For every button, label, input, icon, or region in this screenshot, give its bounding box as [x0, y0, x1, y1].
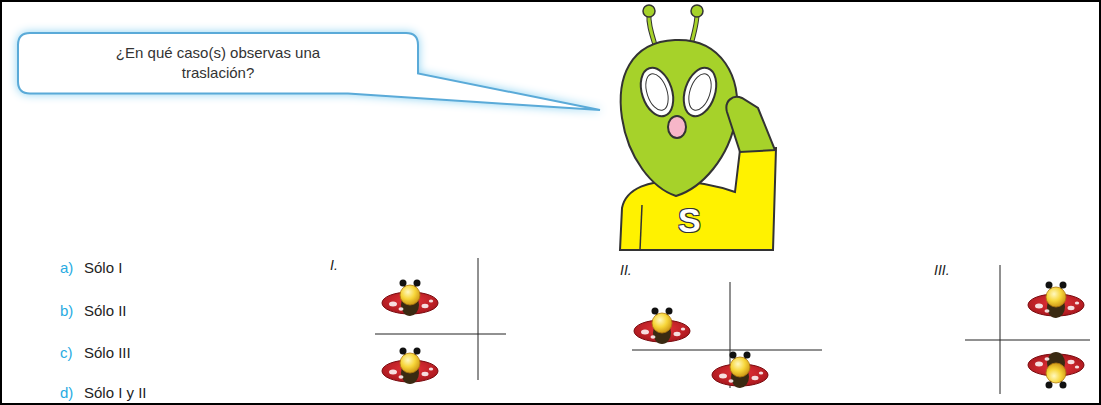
ladybug: [382, 280, 438, 317]
ladybug: [382, 348, 438, 385]
alien-eye: [642, 71, 673, 113]
antenna-tip: [691, 5, 703, 17]
figure-three: [965, 265, 1090, 394]
figure-one: [375, 258, 506, 384]
figure-number: III.: [934, 262, 950, 279]
ladybug: [1028, 282, 1084, 319]
figure-number: I.: [330, 257, 338, 274]
antenna-tip: [643, 5, 655, 17]
alien-mouth: [668, 116, 686, 138]
shirt-fold: [640, 205, 642, 250]
question-text: ¿En qué caso(s) observas una traslación?: [93, 33, 343, 94]
ladybug: [1028, 352, 1084, 389]
option-letter: b): [60, 302, 73, 320]
ladybug: [634, 308, 690, 345]
axis-line: [965, 340, 1090, 341]
bubble-shape: [18, 33, 600, 110]
option-letter: d): [60, 384, 73, 402]
figure-two: [632, 282, 822, 388]
axis-line: [1000, 265, 1001, 394]
speech-bubble: ¿En qué caso(s) observas una traslación?: [18, 33, 418, 94]
axis-line: [375, 334, 506, 335]
figure-number: II.: [620, 262, 632, 279]
alien-figure: [620, 5, 776, 250]
bubble-outline: [18, 33, 418, 94]
option-text: Sólo III: [84, 344, 131, 362]
option-text: Sólo I y II: [84, 384, 147, 402]
option-text: Sólo I: [84, 259, 122, 277]
alien-eye: [678, 64, 722, 121]
axis-line: [632, 350, 822, 351]
axis-line: [478, 258, 479, 380]
alien-eye: [635, 64, 679, 121]
ladybug: [712, 352, 768, 389]
alien-arm: [726, 97, 775, 152]
alien-head: [621, 40, 737, 196]
option-letter: c): [60, 344, 73, 362]
alien-eye: [685, 71, 716, 113]
option-letter: a): [60, 259, 73, 277]
option-text: Sólo II: [84, 302, 127, 320]
shirt-letter: S: [678, 200, 701, 241]
